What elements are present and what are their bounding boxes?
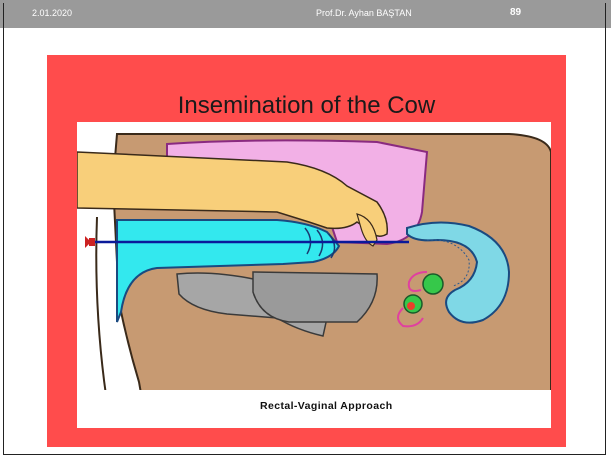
- ovary-right: [423, 274, 443, 294]
- insemination-illustration: [77, 122, 551, 428]
- pelvic-bone: [253, 272, 377, 322]
- corpus-luteum: [407, 302, 415, 310]
- slide-title: Insemination of the Cow: [47, 92, 566, 120]
- illustration-caption: Rectal-Vaginal Approach: [260, 400, 393, 412]
- pipette-plunger: [89, 238, 95, 246]
